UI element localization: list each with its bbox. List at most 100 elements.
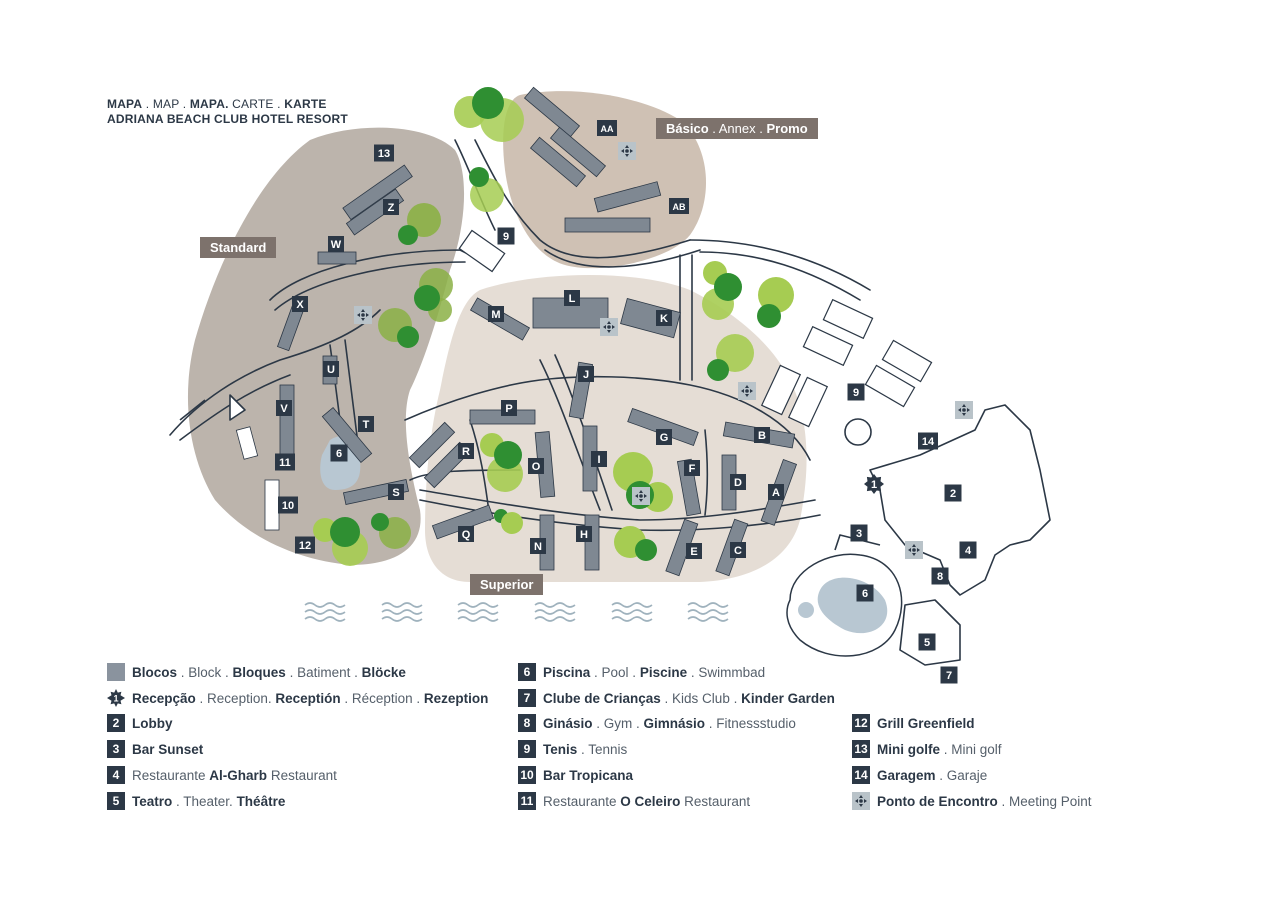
legend-text: . Mini golf [940,741,1002,757]
sea-waves [304,602,729,622]
legend-text: Kinder Garden [741,690,835,706]
reception-badge-icon: 1 [107,689,125,707]
svg-text:6: 6 [862,588,868,600]
legend-text: Receptión [275,690,341,706]
svg-text:O: O [532,461,541,473]
legend-text: . Garaje [935,767,988,783]
svg-text:I: I [597,454,600,466]
facility-label-5: 5 [918,633,936,651]
legend-text: Bar Tropicana [543,767,634,783]
svg-text:12: 12 [299,540,311,552]
svg-text:B: B [758,430,766,442]
map-title-languages: MAPA . MAP . MAPA. CARTE . KARTE [107,97,348,112]
svg-text:1: 1 [871,479,877,491]
legend-text: Ginásio [543,715,593,731]
pool-main [817,577,888,634]
block-label-b: B [754,427,770,443]
legend-number-badge: 14 [852,766,870,784]
legend-text: . Réception . [340,690,424,706]
svg-text:H: H [580,529,588,541]
facility-label-9: 9 [847,383,865,401]
legend-text: Blocos [132,664,178,680]
block-label-a: A [768,484,784,500]
svg-text:9: 9 [503,231,509,243]
legend-number-badge: 5 [107,792,125,810]
legend-text: Tenis [543,741,578,757]
block-label-v: V [276,400,292,416]
legend-number-badge: 7 [518,689,536,707]
block-swatch-icon [107,663,125,681]
legend-text: Ponto de Encontro [877,793,998,809]
svg-text:7: 7 [946,670,952,682]
svg-text:F: F [689,463,696,475]
svg-text:8: 8 [937,571,943,583]
svg-text:G: G [660,432,669,444]
facility-label-10: 10 [278,496,298,514]
svg-text:AA: AA [601,124,614,134]
facility-label-6: 6 [330,444,348,462]
block-label-k: K [656,310,672,326]
facility-label-9: 9 [497,227,515,245]
legend-text: Lobby [132,715,173,731]
legend-text: . Pool . [590,664,640,680]
svg-text:W: W [331,239,342,251]
title-part: CARTE [228,97,274,111]
legend-number-badge: 10 [518,766,536,784]
legend-text: Théâtre [236,793,286,809]
legend-item: 10 Bar Tropicana [518,765,633,785]
legend-number-badge: 4 [107,766,125,784]
zone-label-superior: Superior [470,574,544,595]
legend-number-badge: 11 [518,792,536,810]
zone-label-part: Básico [666,121,709,136]
svg-text:9: 9 [853,387,859,399]
svg-text:V: V [280,403,288,415]
block-label-x: X [292,296,308,312]
legend-text: Piscina [543,664,591,680]
svg-text:11: 11 [279,457,291,469]
legend-text: Bloques [232,664,286,680]
block-label-c: C [730,542,746,558]
svg-text:2: 2 [950,488,956,500]
title-part: . [273,97,285,111]
trees [313,87,794,566]
svg-text:N: N [534,541,542,553]
block-label-t: T [358,416,374,432]
svg-text:Z: Z [388,202,395,214]
svg-text:K: K [660,313,668,325]
legend-text: . Block . [177,664,233,680]
block-label-f: F [684,460,700,476]
legend-text: O Celeiro [620,793,681,809]
legend-text: Teatro [132,793,173,809]
block-label-h: H [576,526,592,542]
facility-label-13: 13 [374,144,394,162]
title-part: MAPA. [189,97,229,111]
legend-text: Restaurant [267,767,337,783]
map-title: MAPA . MAP . MAPA. CARTE . KARTE ADRIANA… [107,97,348,127]
facility-label-14: 14 [918,432,938,450]
svg-text:T: T [363,419,370,431]
svg-text:R: R [462,446,470,458]
block-label-o: O [528,458,544,474]
svg-text:X: X [296,299,304,311]
svg-text:5: 5 [924,637,930,649]
legend-text: . Gym . [592,715,644,731]
legend-text: . Batiment . [285,664,362,680]
facility-label-2: 2 [944,484,962,502]
svg-text:AB: AB [673,202,686,212]
legend-number-badge: 3 [107,740,125,758]
title-part: MAPA [107,97,143,111]
svg-text:L: L [569,293,576,305]
legend-text: Gimnásio [643,715,706,731]
block-label-w: W [328,236,344,252]
svg-text:3: 3 [856,528,862,540]
legend-number-badge: 8 [518,714,536,732]
svg-text:A: A [772,487,780,499]
zone-label-part: Promo [766,121,808,136]
svg-text:10: 10 [282,500,294,512]
svg-text:P: P [505,403,512,415]
